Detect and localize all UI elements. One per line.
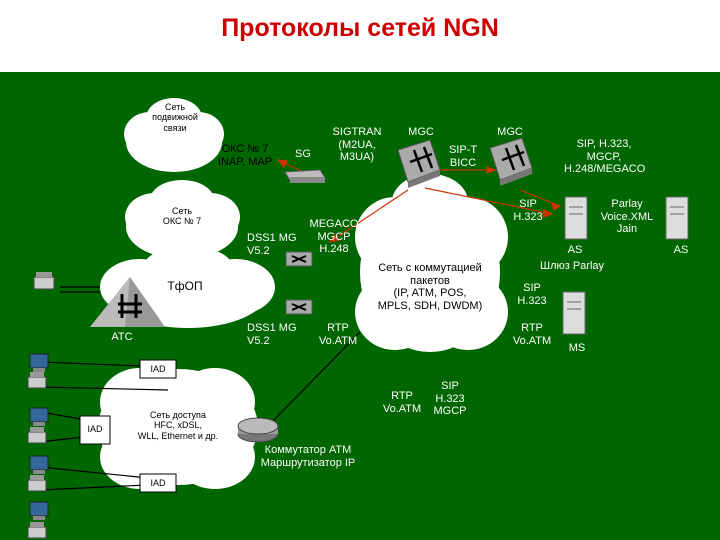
- as-left-label: AS: [567, 244, 583, 256]
- iad-top-label: IAD: [150, 364, 166, 374]
- ats-icon: [90, 277, 165, 327]
- sg-label: SG: [295, 148, 311, 160]
- oks7-network-cloud: [125, 180, 240, 259]
- packet-network-cloud: [355, 174, 508, 352]
- atm-router-label: Коммутатор АТМ Маршрутизатор IP: [260, 444, 356, 469]
- dss1-mg-top-label: DSS1 MG V5.2: [247, 232, 297, 257]
- parlay-label: Parlay Voice.XML Jain: [600, 198, 654, 236]
- computer-icon: [29, 353, 49, 372]
- as-right-label: AS: [673, 244, 689, 256]
- ms-label: MS: [568, 342, 586, 354]
- mgc-right-icon: [489, 137, 533, 186]
- iad-left-label: IAD: [87, 424, 103, 434]
- sigtran-label: SIGTRAN (M2UA, M3UA): [332, 126, 382, 164]
- rtp-voatm-mid-label: RTP Vo.ATM: [318, 322, 358, 347]
- iad-top-box: [139, 359, 177, 379]
- packet-network-label: Сеть с коммутацией пакетов (IP, ATM, POS…: [377, 262, 483, 312]
- mobile-network-label: Сеть подвижной связи: [152, 102, 198, 133]
- iad-bottom-label: IAD: [150, 478, 166, 488]
- atm-router-icon: [237, 417, 279, 443]
- diagram-canvas: [27, 98, 689, 539]
- mg-bottom-icon: [285, 299, 313, 315]
- mg-top-icon: [285, 251, 313, 267]
- ats-label: АТС: [111, 331, 133, 343]
- mgc-left-icon: [397, 139, 441, 188]
- diagram-panel: Сеть подвижной связи ОКС № 7 INAP, MAP S…: [0, 72, 720, 540]
- telephone-icon: [27, 475, 47, 492]
- iad-left-box: [79, 415, 111, 445]
- mobile-network-cloud: [124, 98, 224, 172]
- oks7-network-label: Сеть ОКС № 7: [162, 206, 202, 227]
- as-server-left-icon: [564, 196, 588, 240]
- telephone-icon: [27, 427, 47, 444]
- oks-map-label: ОКС № 7 INAP, MAP: [217, 143, 273, 168]
- computer-icon: [29, 501, 49, 520]
- gateway-parlay-label: Шлюз Parlay: [539, 260, 605, 272]
- computer-icon: [29, 407, 49, 426]
- iad-bottom-box: [139, 473, 177, 493]
- dss1-mg-bottom-label: DSS1 MG V5.2: [247, 322, 297, 347]
- megaco-label: MEGACO MGCP H.248: [309, 218, 359, 256]
- rtp-voatm-bottom-label: RTP Vo.ATM: [382, 390, 422, 415]
- ms-server-icon: [562, 291, 586, 335]
- sg-device-icon: [284, 169, 326, 183]
- telephone-icon: [27, 522, 47, 539]
- page-title: Протоколы сетей NGN: [221, 14, 499, 42]
- sip-h323-mgcp-bottom-label: SIP H.323 MGCP: [433, 380, 467, 418]
- sip-h323-top-label: SIP H.323: [513, 198, 543, 223]
- access-network-cloud: [98, 368, 258, 489]
- pstn-label: ТфОП: [167, 279, 203, 293]
- access-network-label: Сеть доступа HFC, xDSL, WLL, Ethernet и …: [137, 410, 219, 441]
- mgc-right-label: MGC: [497, 126, 523, 138]
- rtp-voatm-right-label: RTP Vo.ATM: [512, 322, 552, 347]
- sip-t-bicc-label: SIP-T BICC: [448, 144, 478, 169]
- sip-h323-mid-label: SIP H.323: [517, 282, 547, 307]
- mgc-left-label: MGC: [408, 126, 434, 138]
- computer-icon: [29, 455, 49, 474]
- telephone-icon: [33, 272, 55, 290]
- sip-h323-mgcp-label: SIP, H.323, MGCP, H.248/MEGACO: [564, 138, 646, 176]
- telephone-icon: [27, 372, 47, 389]
- as-server-right-icon: [665, 196, 689, 240]
